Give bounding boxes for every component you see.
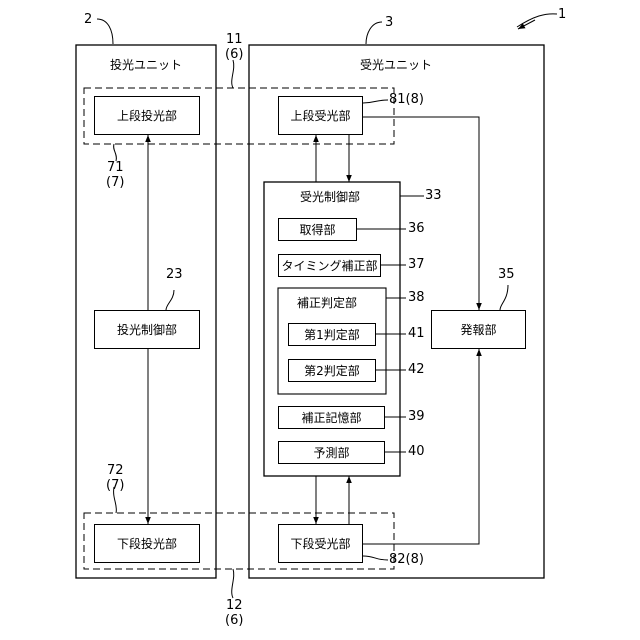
lower-receiver-box: 下段受光部 (278, 524, 363, 563)
ref-71-number: 71 (106, 161, 124, 176)
timing-correction-box: タイミング補正部 (278, 254, 381, 277)
ref-37: 37 (408, 258, 425, 273)
correction-judgment-title: 補正判定部 (297, 297, 357, 309)
ref-42: 42 (408, 363, 425, 378)
leader-12 (232, 569, 234, 598)
upper-projector-box: 上段投光部 (94, 96, 200, 135)
leader-82 (363, 556, 388, 560)
ref-72-sub: (7) (106, 479, 124, 494)
ref-1: 1 (558, 8, 566, 23)
leader-2 (97, 19, 113, 44)
leader-23 (166, 290, 174, 310)
ref-38: 38 (408, 291, 425, 306)
lower-projector-box: 下段投光部 (94, 524, 200, 563)
ref-11-sub: (6) (225, 48, 243, 63)
prediction-box: 予測部 (278, 441, 385, 464)
projector-unit-title: 投光ユニット (110, 59, 182, 71)
ref-12-number: 12 (225, 599, 243, 614)
ref-3: 3 (385, 16, 393, 31)
ref-33: 33 (425, 189, 442, 204)
ref-39: 39 (408, 410, 425, 425)
receiver-unit-title: 受光ユニット (360, 59, 432, 71)
leader-35 (500, 285, 508, 310)
projection-control-box: 投光制御部 (94, 310, 200, 349)
ref-72-number: 72 (106, 464, 124, 479)
ref-82: 82(8) (389, 553, 424, 568)
acquisition-box: 取得部 (278, 218, 357, 241)
ref-71: 71 (7) (106, 161, 124, 191)
ref-36: 36 (408, 222, 425, 237)
arrow-upper-receiver-to-alarm (363, 117, 479, 310)
ref-12: 12 (6) (225, 599, 243, 629)
leader-81 (363, 100, 388, 103)
ref-35: 35 (498, 268, 515, 283)
second-judgment-box: 第2判定部 (288, 359, 376, 382)
upper-receiver-box: 上段受光部 (278, 96, 363, 135)
reception-control-title: 受光制御部 (300, 191, 360, 203)
ref-2: 2 (84, 13, 92, 28)
leader-3 (366, 22, 382, 44)
ref-71-sub: (7) (106, 176, 124, 191)
leader-11 (232, 60, 234, 88)
ref-81: 81(8) (389, 93, 424, 108)
leader-1 (517, 14, 557, 27)
ref-40: 40 (408, 445, 425, 460)
leader-71 (114, 144, 117, 161)
ref-41: 41 (408, 327, 425, 342)
ref-11: 11 (6) (225, 33, 243, 63)
correction-memory-box: 補正記憶部 (278, 406, 385, 429)
ref-23: 23 (166, 268, 183, 283)
ref-72: 72 (7) (106, 464, 124, 494)
ref-11-number: 11 (225, 33, 243, 48)
first-judgment-box: 第1判定部 (288, 323, 376, 346)
alarm-box: 発報部 (431, 310, 526, 349)
ref-12-sub: (6) (225, 614, 243, 629)
